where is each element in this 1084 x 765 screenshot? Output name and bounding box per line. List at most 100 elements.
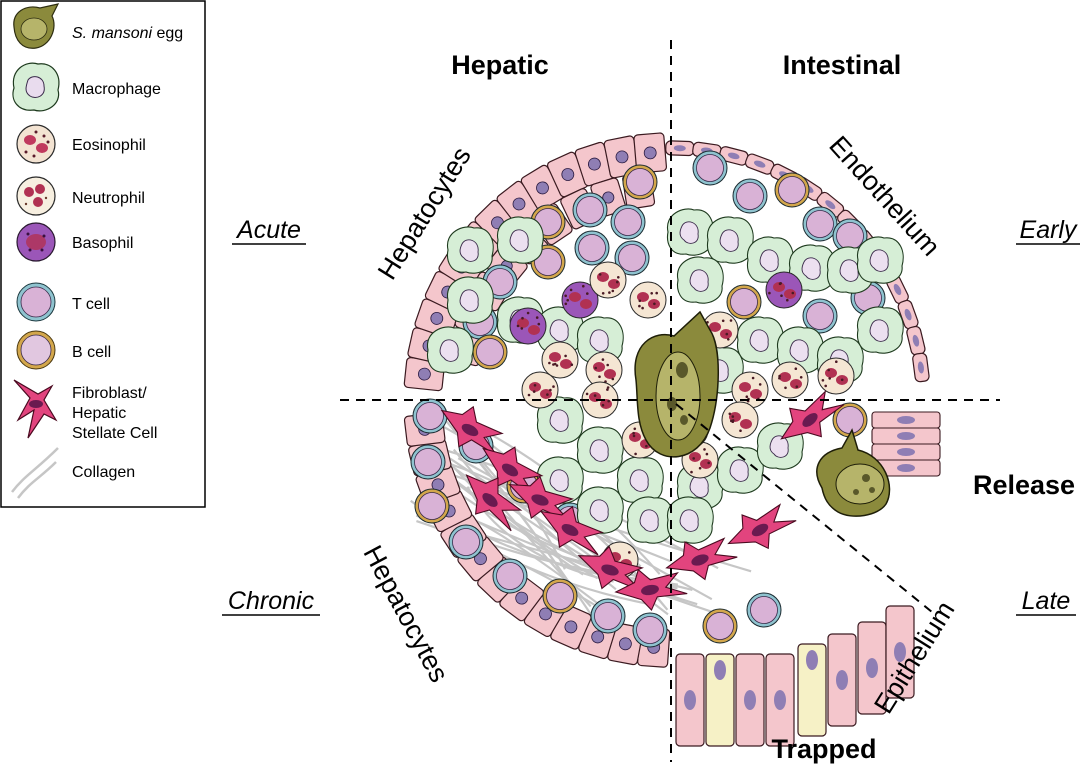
epithelium-columns xyxy=(675,605,915,747)
legend-bcell-icon xyxy=(16,330,56,370)
macrophage-cells xyxy=(426,208,904,544)
villus-cell xyxy=(871,427,941,445)
lymphocyte xyxy=(492,558,528,594)
macrophage xyxy=(706,216,754,264)
legend: S. mansoni egg Macrophage Eosinophil Neu… xyxy=(0,0,206,508)
legend-fibroblast-label-3: Stellate Cell xyxy=(72,425,157,442)
lymphocyte xyxy=(802,206,838,242)
hepatocyte-cell xyxy=(499,574,545,622)
epithelial-cell xyxy=(885,605,915,699)
macrophage xyxy=(856,236,904,284)
header-release: Release xyxy=(973,470,1075,500)
macrophage xyxy=(666,208,714,256)
macrophage xyxy=(788,244,836,292)
lymphocyte xyxy=(692,150,728,186)
legend-tcell-icon xyxy=(16,282,56,322)
lymphocyte xyxy=(702,608,738,644)
legend-collagen-label: Collagen xyxy=(72,464,135,481)
lymphocyte xyxy=(414,488,450,524)
lymphocyte xyxy=(574,230,610,266)
macrophage xyxy=(446,276,494,324)
central-egg xyxy=(634,310,719,458)
legend-tcell-label: T cell xyxy=(72,296,110,313)
phase-chronic: Chronic xyxy=(222,587,320,616)
macrophage xyxy=(536,396,584,444)
epithelial-cell xyxy=(735,653,765,747)
neutrophil xyxy=(521,371,559,409)
legend-bcell-label: B cell xyxy=(72,344,111,361)
macrophage xyxy=(576,316,624,364)
macrophage xyxy=(626,496,674,544)
epithelial-cell xyxy=(857,621,887,715)
legend-egg-icon xyxy=(13,3,60,49)
lymphocyte xyxy=(412,398,448,434)
legend-eosinophil-label: Eosinophil xyxy=(72,137,146,154)
macrophage xyxy=(446,226,494,274)
macrophage xyxy=(426,326,474,374)
endothelial-cell xyxy=(665,140,695,157)
diagonal-divider xyxy=(675,403,933,613)
basophil xyxy=(509,307,547,345)
header-trapped: Trapped xyxy=(771,734,876,764)
legend-macrophage-icon xyxy=(12,62,60,112)
lymphocyte xyxy=(774,172,810,208)
endothelial-cell xyxy=(906,325,926,356)
lymphocyte xyxy=(614,240,650,276)
lymphocyte xyxy=(572,192,608,228)
phase-early-label: Early xyxy=(1020,216,1078,244)
lymphocyte xyxy=(448,524,484,560)
fibroblast xyxy=(440,405,504,457)
lymphocyte xyxy=(726,284,762,320)
epithelial-cell xyxy=(797,643,827,737)
macrophage xyxy=(616,456,664,504)
neutrophil xyxy=(817,357,855,395)
macrophage xyxy=(576,426,624,474)
epithelial-cell xyxy=(765,653,795,747)
quadrant-dividers xyxy=(340,40,1000,762)
macrophage xyxy=(676,256,724,304)
legend-fibroblast-icon xyxy=(13,379,58,439)
fibroblast xyxy=(780,389,845,440)
epithelial-cell xyxy=(675,653,705,747)
lymphocyte xyxy=(622,164,658,200)
basophil xyxy=(765,271,803,309)
macrophage xyxy=(856,306,904,354)
lymphocyte xyxy=(542,578,578,614)
phase-late: Late xyxy=(1016,587,1076,616)
neutrophil xyxy=(771,361,809,399)
legend-egg-label: S. mansoni egg xyxy=(72,25,183,42)
lymphocyte-cells xyxy=(410,150,886,648)
collagen-fiber xyxy=(448,476,584,576)
phase-chronic-label: Chronic xyxy=(228,587,315,615)
eosinophil xyxy=(629,281,667,319)
phase-acute-label: Acute xyxy=(235,216,301,244)
phase-early: Early xyxy=(1016,216,1080,245)
legend-neutrophil-icon xyxy=(16,176,56,216)
epithelial-cell xyxy=(705,653,735,747)
legend-collagen-icon xyxy=(11,447,59,499)
macrophage xyxy=(736,316,784,364)
fibroblast xyxy=(539,505,604,556)
header-hepatic: Hepatic xyxy=(451,50,549,80)
macrophage xyxy=(496,216,544,264)
fibroblast xyxy=(577,545,644,592)
fibroblast xyxy=(614,568,688,612)
legend-eosinophil-icon xyxy=(16,124,56,164)
lymphocyte xyxy=(632,612,668,648)
legend-basophil-label: Basophil xyxy=(72,235,133,252)
lymphocyte xyxy=(610,204,646,240)
lymphocyte xyxy=(732,178,768,214)
fibroblast-cells xyxy=(440,389,845,612)
phase-late-label: Late xyxy=(1022,587,1071,615)
macrophage xyxy=(716,446,764,494)
basophil xyxy=(561,281,599,319)
lymphocyte xyxy=(802,298,838,334)
fibroblast xyxy=(465,474,523,532)
release-egg xyxy=(816,428,891,517)
legend-fibroblast-label-2: Hepatic xyxy=(72,405,126,422)
release-villus-cells xyxy=(871,411,941,477)
legend-neutrophil-label: Neutrophil xyxy=(72,190,145,207)
phase-acute: Acute xyxy=(232,216,306,245)
eosinophil xyxy=(589,261,627,299)
